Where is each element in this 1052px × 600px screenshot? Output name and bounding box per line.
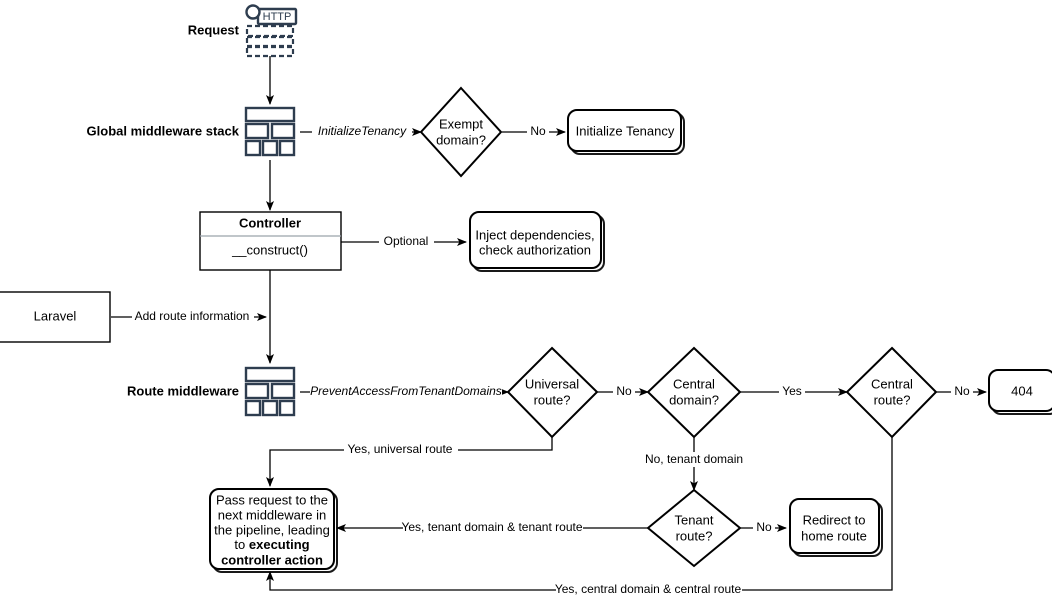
- http-request-icon: HTTP: [245, 4, 298, 58]
- node-central-domain[interactable]: Central domain?: [646, 346, 742, 439]
- node-inject-line1: Inject dependencies,: [475, 227, 594, 242]
- edge-label-prevent-access: PreventAccessFromTenantDomains: [310, 384, 502, 398]
- node-404[interactable]: 404: [988, 369, 1052, 415]
- edge-label-central-route-no: No: [954, 384, 970, 398]
- edge-label-bg: [640, 452, 748, 467]
- node-controller-method: __construct(): [231, 242, 308, 257]
- node-pass-line5: controller action: [221, 552, 323, 567]
- node-pass-line1: Pass request to the: [216, 492, 328, 507]
- node-exempt-domain-line2: domain?: [436, 132, 486, 147]
- edge-label-bg: [344, 442, 458, 457]
- node-universal-route-line1: Universal: [525, 376, 579, 391]
- label-request: Request: [188, 22, 240, 37]
- edge-label-yes-universal-route: Yes, universal route: [348, 442, 453, 456]
- edge-label-bg: [779, 384, 805, 399]
- node-initialize-tenancy-label: Initialize Tenancy: [576, 123, 675, 138]
- node-controller[interactable]: Controller __construct(): [199, 211, 342, 271]
- edge-label-central-domain-no-tenant: No, tenant domain: [645, 452, 743, 466]
- node-tenant-route[interactable]: Tenant route?: [646, 488, 742, 568]
- node-pass-line2: next middleware in: [218, 507, 326, 522]
- middleware-stack-icon-route: [244, 366, 296, 417]
- node-central-route-line1: Central: [871, 376, 913, 391]
- node-central-domain-line2: domain?: [669, 392, 719, 407]
- edge-label-yes-tenant: Yes, tenant domain & tenant route: [401, 520, 582, 534]
- edge-label-bg: [527, 124, 549, 139]
- label-route-middleware: Route middleware: [127, 383, 239, 398]
- edge-label-bg: [379, 234, 434, 249]
- edge-label-bg: [403, 520, 583, 535]
- node-laravel[interactable]: Laravel: [0, 291, 111, 343]
- node-pass-line3: the pipeline, leading: [214, 522, 330, 537]
- node-universal-route-line2: route?: [534, 392, 571, 407]
- edge-label-tenant-route-no: No: [756, 520, 772, 534]
- edge-label-bg: [951, 384, 973, 399]
- node-pass-line4: to executing: [234, 537, 309, 552]
- node-universal-route[interactable]: Universal route?: [506, 346, 599, 439]
- node-pass-line4-bold: executing: [249, 537, 310, 552]
- node-central-route-line2: route?: [874, 392, 911, 407]
- edge-label-initialize-tenancy: InitializeTenancy: [318, 124, 407, 138]
- node-central-domain-line1: Central: [673, 376, 715, 391]
- edge-label-universal-no: No: [616, 384, 632, 398]
- edge-label-bg: [556, 582, 742, 597]
- node-tenant-route-line2: route?: [676, 528, 713, 543]
- node-redirect-line2: home route: [801, 528, 867, 543]
- edge-label-bg: [613, 384, 635, 399]
- node-tenant-route-line1: Tenant: [674, 512, 713, 527]
- node-404-label: 404: [1011, 383, 1033, 398]
- node-redirect-line1: Redirect to: [803, 512, 866, 527]
- node-laravel-label: Laravel: [34, 308, 77, 323]
- edge-label-central-domain-yes: Yes: [782, 384, 802, 398]
- edge-label-yes-central: Yes, central domain & central route: [555, 582, 742, 596]
- node-exempt-domain-line1: Exempt: [439, 116, 483, 131]
- node-central-route[interactable]: Central route?: [845, 346, 938, 439]
- node-redirect-home-route[interactable]: Redirect to home route: [789, 498, 883, 557]
- node-exempt-domain[interactable]: Exempt domain?: [419, 86, 503, 178]
- middleware-stack-icon-global: [244, 106, 296, 157]
- node-pass-line4-plain: to: [234, 537, 248, 552]
- node-inject-dependencies[interactable]: Inject dependencies, check authorization: [469, 211, 605, 272]
- node-initialize-tenancy[interactable]: Initialize Tenancy: [567, 109, 685, 155]
- edge-label-bg: [753, 520, 775, 535]
- edge-label-bg: [310, 384, 502, 400]
- edge-label-bg: [132, 309, 254, 324]
- http-label: HTTP: [263, 11, 292, 23]
- node-controller-title: Controller: [239, 215, 301, 230]
- node-pass-request[interactable]: Pass request to the next middleware in t…: [209, 488, 338, 573]
- label-global-middleware-stack: Global middleware stack: [87, 123, 240, 138]
- edge-label-add-route-information: Add route information: [135, 309, 250, 323]
- node-inject-line2: check authorization: [479, 242, 591, 257]
- edge-label-exempt-no: No: [530, 124, 546, 138]
- edge-label-optional: Optional: [384, 234, 429, 248]
- edge-label-bg: [312, 124, 412, 140]
